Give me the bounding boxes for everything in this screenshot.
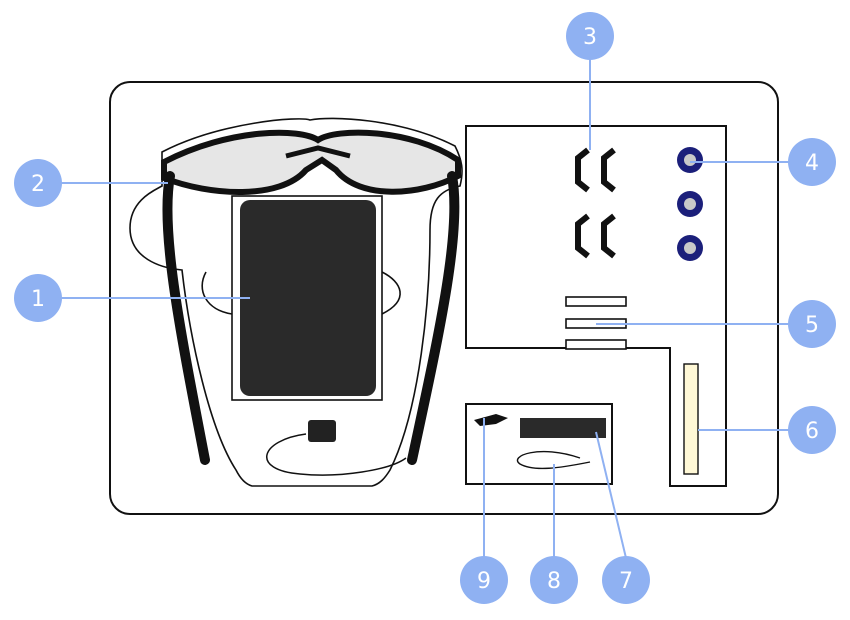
callout-number-2: 2: [31, 172, 45, 197]
callout-number-9: 9: [477, 569, 491, 594]
glasses-frame-icon: [161, 129, 461, 465]
cable-compartment: [465, 403, 613, 485]
callout-badge-6: 6: [788, 406, 836, 454]
right-lobe: [381, 271, 401, 315]
callout-number-5: 5: [805, 313, 819, 338]
callout-badge-7: 7: [602, 556, 650, 604]
battery-cable: [266, 420, 407, 476]
battery-pack-icon: [240, 200, 376, 396]
callout-badge-4: 4: [788, 138, 836, 186]
cable-icon: [516, 450, 591, 470]
callout-number-3: 3: [583, 25, 597, 50]
callout-number-8: 8: [547, 569, 561, 594]
callout-badge-1: 1: [14, 274, 62, 322]
callout-badge-8: 8: [530, 556, 578, 604]
callout-badge-5: 5: [788, 300, 836, 348]
card-icon: [520, 418, 606, 438]
callout-badge-2: 2: [14, 159, 62, 207]
clip-icon: [474, 414, 508, 426]
callout-number-1: 1: [31, 287, 45, 312]
callout-line-7: [595, 431, 627, 559]
callout-number-4: 4: [805, 151, 819, 176]
nose-pad-icon: [575, 147, 616, 259]
callout-number-6: 6: [805, 419, 819, 444]
callout-badge-3: 3: [566, 12, 614, 60]
strip-icon: [683, 363, 699, 475]
callout-number-7: 7: [619, 569, 633, 594]
callout-lines: [60, 58, 790, 559]
button-cap-icon: [677, 147, 703, 261]
callout-badge-9: 9: [460, 556, 508, 604]
